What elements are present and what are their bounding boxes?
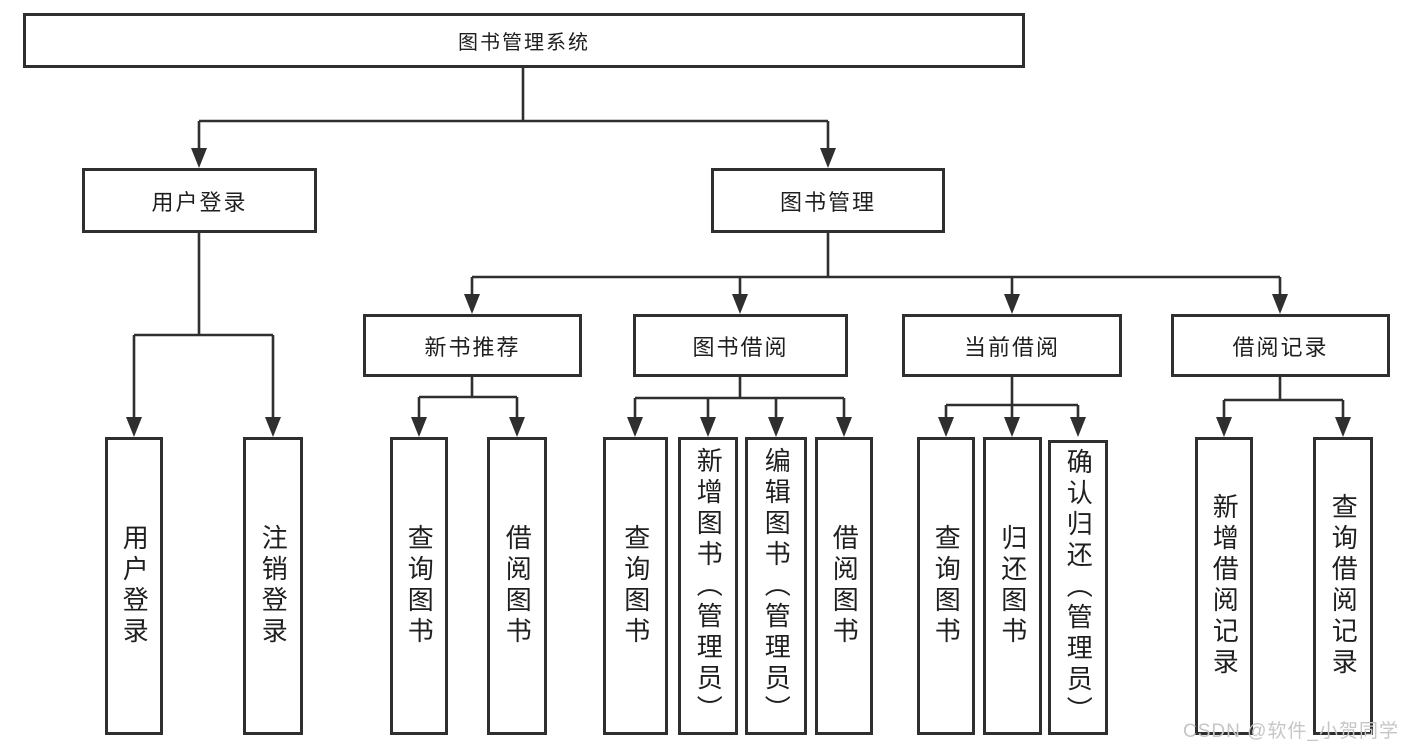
leaf-confirm-return-admin: 确认归还（管理员） <box>1048 440 1108 735</box>
leaf-label: 查询图书 <box>404 524 435 648</box>
connector-current-borrowing-children <box>938 377 1086 437</box>
arrow-down-icon <box>938 417 954 437</box>
arrow-down-icon <box>700 417 716 437</box>
arrow-down-icon <box>1272 294 1288 314</box>
arrow-down-icon <box>732 294 748 314</box>
connector-book-borrowing-children <box>627 377 852 437</box>
node-label: 借阅记录 <box>1232 334 1329 360</box>
leaf-query-books: 查询图书 <box>917 437 975 735</box>
leaf-borrow-books: 借阅图书 <box>487 437 547 735</box>
csdn-watermark: CSDN @软件_小贺同学 <box>1183 721 1399 742</box>
node-label: 用户登录 <box>151 189 248 215</box>
arrow-down-icon <box>627 417 643 437</box>
leaf-label: 用户登录 <box>119 524 150 648</box>
leaf-edit-books-admin: 编辑图书（管理员） <box>745 437 807 735</box>
leaf-label: 归还图书 <box>997 524 1028 648</box>
leaf-label: 借阅图书 <box>502 524 533 648</box>
leaf-query-borrow-record: 查询借阅记录 <box>1313 437 1373 735</box>
leaf-return-books: 归还图书 <box>983 437 1042 735</box>
arrow-down-icon <box>509 417 525 437</box>
node-label: 图书管理 <box>779 189 876 215</box>
node-label: 图书借阅 <box>692 334 789 360</box>
arrow-down-icon <box>1070 417 1086 437</box>
connector-root-to-level2 <box>191 68 836 168</box>
arrow-down-icon <box>411 417 427 437</box>
leaf-borrow-books: 借阅图书 <box>815 437 873 735</box>
arrow-down-icon <box>1004 417 1020 437</box>
arrow-down-icon <box>265 417 281 437</box>
arrow-down-icon <box>768 417 784 437</box>
node-label: 新书推荐 <box>424 334 521 360</box>
leaf-label: 查询图书 <box>620 524 651 648</box>
connector-user-login-children <box>126 233 281 437</box>
arrow-down-icon <box>820 148 836 168</box>
node-user-login: 用户登录 <box>82 168 317 233</box>
leaf-label: 查询图书 <box>931 524 962 648</box>
arrow-down-icon <box>126 417 142 437</box>
leaf-label: 注销登录 <box>258 524 289 648</box>
leaf-add-borrow-record: 新增借阅记录 <box>1195 437 1253 735</box>
leaf-logout: 注销登录 <box>243 437 303 735</box>
leaf-add-books-admin: 新增图书（管理员） <box>678 437 738 735</box>
node-label: 图书管理系统 <box>458 32 590 54</box>
connector-borrowing-records-children <box>1216 377 1351 437</box>
node-book-management: 图书管理 <box>711 168 945 233</box>
leaf-label: 借阅图书 <box>829 524 860 648</box>
connector-book-management-children <box>464 233 1288 314</box>
node-book-borrowing: 图书借阅 <box>633 314 848 377</box>
leaf-user-login: 用户登录 <box>105 437 163 735</box>
leaf-label: 编辑图书（管理员） <box>761 446 792 726</box>
leaf-query-books: 查询图书 <box>390 437 448 735</box>
arrow-down-icon <box>191 148 207 168</box>
leaf-label: 新增图书（管理员） <box>693 446 724 726</box>
node-label: 当前借阅 <box>963 334 1060 360</box>
arrow-down-icon <box>1004 294 1020 314</box>
arrow-down-icon <box>1216 417 1232 437</box>
arrow-down-icon <box>1335 417 1351 437</box>
node-current-borrowing: 当前借阅 <box>902 314 1122 377</box>
connector-new-book-recommendation-children <box>411 377 525 437</box>
node-borrowing-records: 借阅记录 <box>1171 314 1390 377</box>
leaf-query-books: 查询图书 <box>603 437 668 735</box>
leaf-label: 查询借阅记录 <box>1328 493 1359 679</box>
node-library-management-system: 图书管理系统 <box>23 13 1025 68</box>
arrow-down-icon <box>836 417 852 437</box>
leaf-label: 新增借阅记录 <box>1209 493 1240 679</box>
arrow-down-icon <box>464 294 480 314</box>
leaf-label: 确认归还（管理员） <box>1063 448 1094 727</box>
node-new-book-recommendation: 新书推荐 <box>363 314 582 377</box>
